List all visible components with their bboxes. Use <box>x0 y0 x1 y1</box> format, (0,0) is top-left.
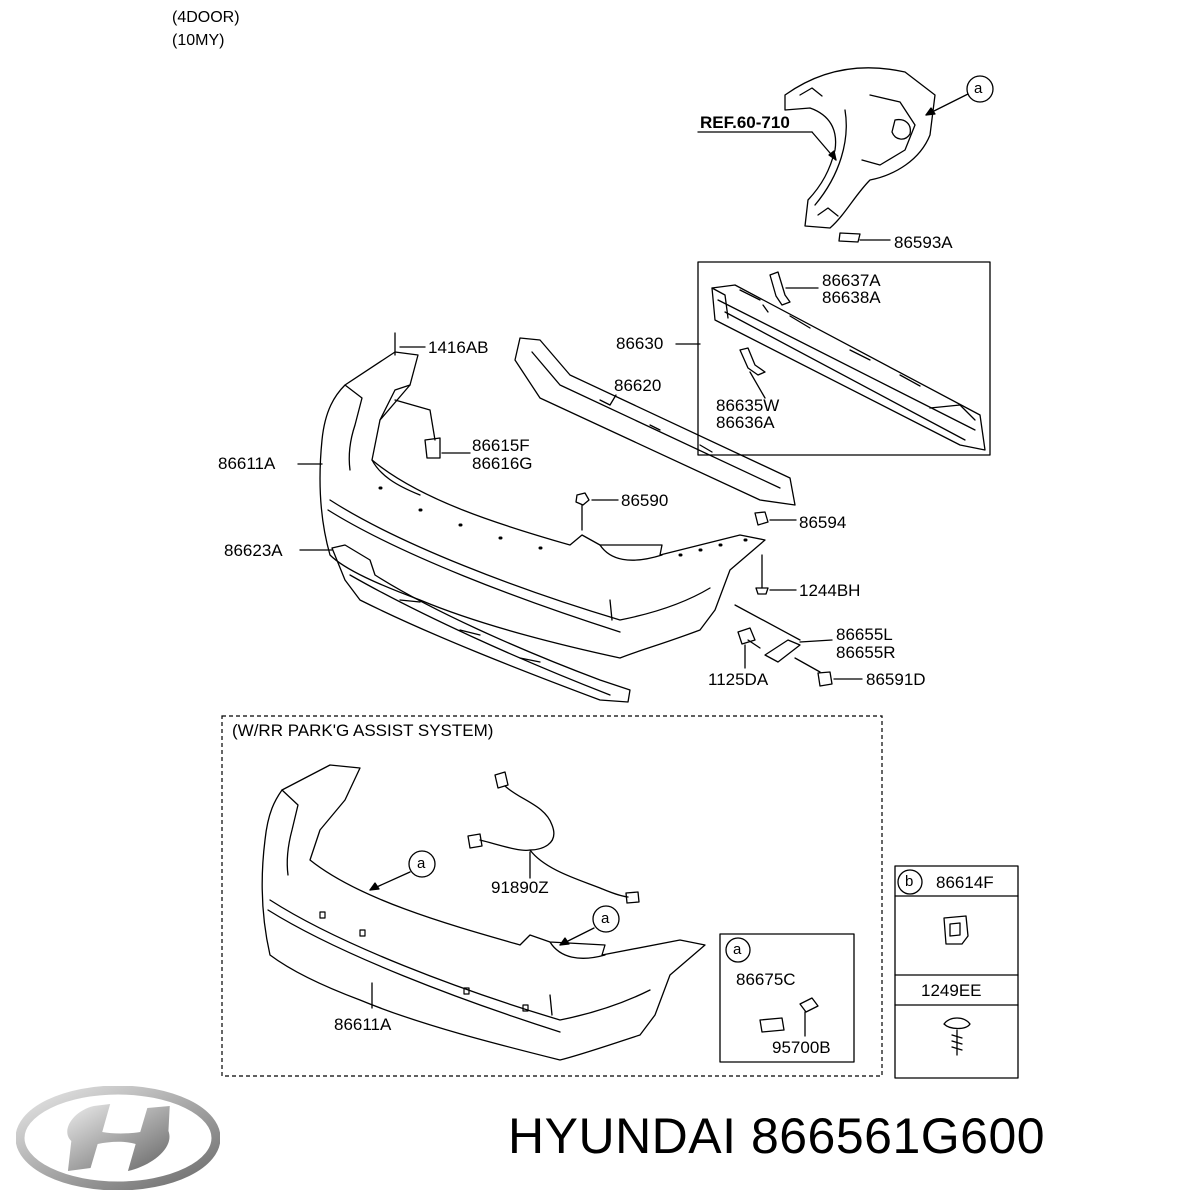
reference-label: REF.60-710 <box>700 113 790 132</box>
part-number: 866561G600 <box>750 1108 1046 1164</box>
callout-a-right: a <box>601 910 610 927</box>
part-label-1125DA: 1125DA <box>708 670 769 689</box>
energy-absorber-drawing <box>514 337 796 506</box>
rear-beam-drawing <box>711 284 986 451</box>
header-line-1: (4DOOR) <box>172 9 240 26</box>
part-label-86655R: 86655R <box>836 643 896 662</box>
part-label-86655L: 86655L <box>836 625 893 644</box>
lower-valance-drawing <box>331 544 631 703</box>
part-label-86615F: 86615F <box>472 436 530 455</box>
park-assist-label-86611A: 86611A <box>334 1015 392 1034</box>
part-label-86620: 86620 <box>614 376 662 395</box>
part-label-91890Z: 91890Z <box>491 878 549 897</box>
park-assist-title: (W/RR PARK'G ASSIST SYSTEM) <box>232 721 494 740</box>
bumper-cover-drawing <box>319 351 766 659</box>
callout-a-left: a <box>417 855 426 872</box>
part-label-86594: 86594 <box>799 513 847 532</box>
brand-name: HYUNDAI <box>508 1108 737 1164</box>
part-label-86591D: 86591D <box>866 670 926 689</box>
callout-a-detail: a <box>733 941 742 958</box>
part-label-86637A: 86637A <box>822 271 881 290</box>
part-label-86593A: 86593A <box>894 233 953 252</box>
wiring-harness-drawing <box>467 771 640 904</box>
part-label-86623A: 86623A <box>224 541 283 560</box>
part-label-86616G: 86616G <box>472 454 533 473</box>
callout-b-detail: b <box>905 873 914 890</box>
part-label-86590: 86590 <box>621 491 669 510</box>
part-label-1244BH: 1244BH <box>799 581 861 600</box>
callout-a-top: a <box>974 80 983 97</box>
part-label-86675C: 86675C <box>736 970 796 989</box>
quarter-panel-drawing <box>784 67 936 229</box>
part-label-1249EE: 1249EE <box>921 981 982 1000</box>
part-label-86614F: 86614F <box>936 873 994 892</box>
header-line-2: (10MY) <box>172 32 225 49</box>
hyundai-logo-icon <box>16 1086 220 1190</box>
park-assist-bumper-drawing <box>261 764 706 1061</box>
part-label-95700B: 95700B <box>772 1038 831 1057</box>
part-label-86636A: 86636A <box>716 413 775 432</box>
part-label-86611A: 86611A <box>218 454 276 473</box>
part-label-1416AB: 1416AB <box>428 338 489 357</box>
part-label-86635W: 86635W <box>716 396 780 415</box>
brand-part-title: HYUNDAI 866561G600 <box>508 1106 1045 1166</box>
part-label-86630: 86630 <box>616 334 664 353</box>
part-label-86638A: 86638A <box>822 288 881 307</box>
